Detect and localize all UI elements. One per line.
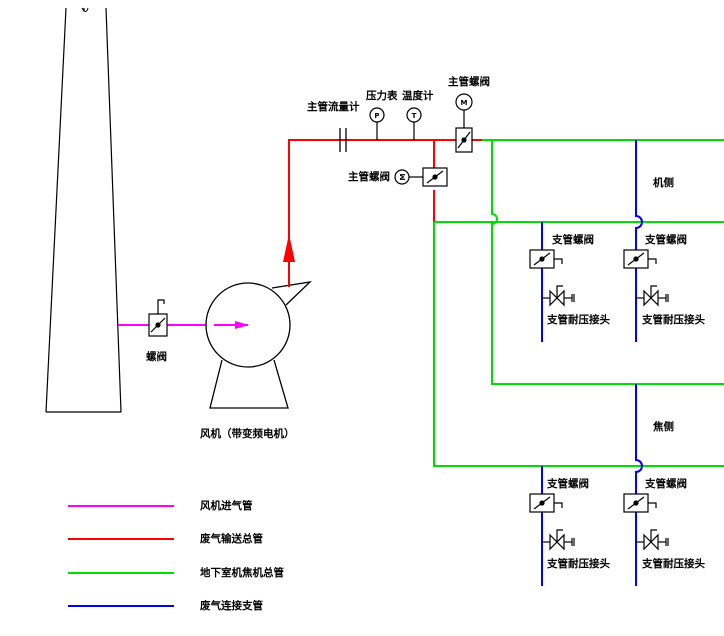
branch-joint-label-1: 支管耐压接头 bbox=[547, 314, 610, 326]
machine-side-label: 机侧 bbox=[653, 177, 674, 189]
pressure-gauge bbox=[369, 107, 385, 140]
temperature-symbol: T bbox=[412, 112, 417, 120]
legend-label-fan-inlet: 风机进气管 bbox=[200, 500, 253, 512]
branch-valve-label-2: 支管螺阀 bbox=[645, 234, 687, 246]
main-valve-top-label: 主管螺阀 bbox=[448, 76, 490, 88]
thermometer-label: 温度计 bbox=[402, 90, 434, 102]
legend bbox=[68, 505, 174, 607]
pressure-gauge-label: 压力表 bbox=[366, 90, 398, 102]
inlet-butterfly-valve bbox=[148, 299, 168, 337]
legend-label-exhaust-main: 废气输送总管 bbox=[200, 533, 263, 545]
fan bbox=[205, 281, 312, 409]
coke-side-label: 焦侧 bbox=[653, 421, 674, 433]
thermometer bbox=[406, 107, 422, 140]
underground-main-pipe bbox=[433, 139, 724, 467]
fan-label: 风机（带变频电机） bbox=[200, 428, 295, 440]
chimney bbox=[45, 7, 122, 413]
pressure-symbol: P bbox=[374, 112, 379, 120]
motor-top-symbol: M bbox=[461, 99, 468, 107]
motor-side-symbol: M bbox=[399, 173, 407, 180]
exhaust-main-pipe bbox=[288, 139, 482, 287]
branch-pipes bbox=[541, 140, 643, 586]
branch-valve-label-1: 支管螺阀 bbox=[552, 234, 594, 246]
branch-valve-group-4 bbox=[623, 493, 669, 551]
main-valve-side bbox=[394, 167, 448, 187]
branch-valve-label-4: 支管螺阀 bbox=[645, 478, 687, 490]
main-flowmeter bbox=[339, 128, 347, 152]
legend-label-branch: 废气连接支管 bbox=[200, 600, 263, 612]
branch-joint-label-4: 支管耐压接头 bbox=[642, 558, 705, 570]
main-valve-side-label: 主管螺阀 bbox=[348, 171, 390, 183]
branch-joint-label-3: 支管耐压接头 bbox=[547, 558, 610, 570]
branch-valve-group-1 bbox=[529, 249, 575, 307]
flow-arrow bbox=[283, 234, 295, 262]
main-flowmeter-label: 主管流量计 bbox=[307, 101, 360, 113]
butterfly-valve-label: 螺阀 bbox=[146, 351, 167, 363]
branch-valve-group-2 bbox=[623, 249, 669, 307]
branch-valve-group-3 bbox=[529, 493, 575, 551]
main-valve-top bbox=[455, 93, 473, 153]
legend-label-underground-main: 地下室机焦机总管 bbox=[200, 567, 284, 579]
branch-joint-label-2: 支管耐压接头 bbox=[642, 314, 705, 326]
branch-valve-label-3: 支管螺阀 bbox=[547, 478, 589, 490]
